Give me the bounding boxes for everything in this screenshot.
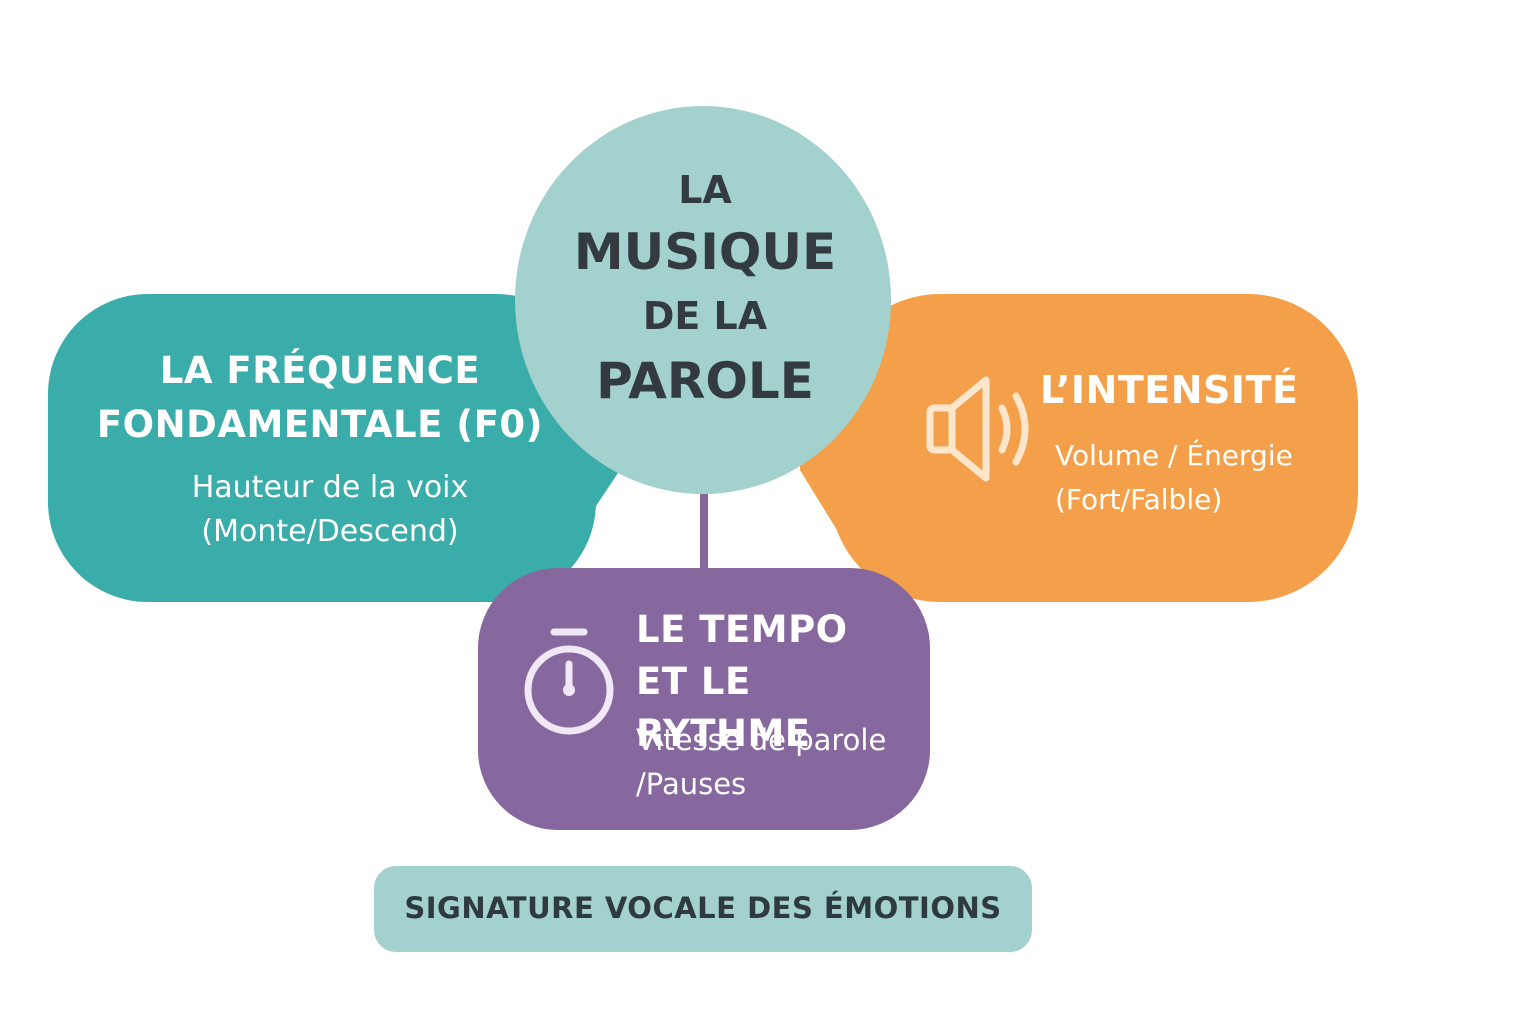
tempo-sub-line2: /Pauses <box>636 767 747 801</box>
center-title-line1: LA <box>678 168 732 212</box>
intensite-subtitle: Volume / Énergie (Fort/Falble) <box>1055 434 1355 522</box>
footer-pill <box>374 866 1032 952</box>
speaker-icon <box>926 376 1029 482</box>
center-title: LA MUSIQUE DE LA PAROLE <box>540 160 870 414</box>
frequence-sub-line2: (Monte/Descend) <box>201 514 459 549</box>
intensite-sub-line1: Volume / Énergie <box>1055 439 1293 472</box>
intensite-title: L’INTENSITÉ <box>1040 368 1299 412</box>
tempo-box <box>478 568 930 830</box>
frequence-sub-line1: Hauteur de la voix <box>191 470 469 505</box>
frequence-subtitle: Hauteur de la voix (Monte/Descend) <box>120 466 540 554</box>
center-title-line3: DE LA <box>642 294 768 338</box>
footer-label: SIGNATURE VOCALE DES ÉMOTIONS <box>404 891 1002 925</box>
frequence-title: LA FRÉQUENCE FONDAMENTALE (F0) <box>80 344 560 452</box>
tempo-title-line2: ET LE RYTHME <box>636 660 811 755</box>
tempo-subtitle: Vitesse de parole /Pauses <box>636 718 926 806</box>
center-circle <box>515 106 891 494</box>
tempo-title: LE TEMPO ET LE RYTHME <box>636 604 926 760</box>
center-title-line4: PAROLE <box>596 352 814 410</box>
frequence-title-line1: LA FRÉQUENCE <box>159 349 481 392</box>
stopwatch-icon <box>524 628 614 735</box>
frequence-title-line2: FONDAMENTALE (F0) <box>96 403 544 446</box>
tempo-sub-line1: Vitesse de parole <box>636 723 887 757</box>
intensite-sub-line2: (Fort/Falble) <box>1055 483 1223 516</box>
tempo-title-line1: LE TEMPO <box>636 608 848 651</box>
center-title-line2: MUSIQUE <box>573 223 837 281</box>
